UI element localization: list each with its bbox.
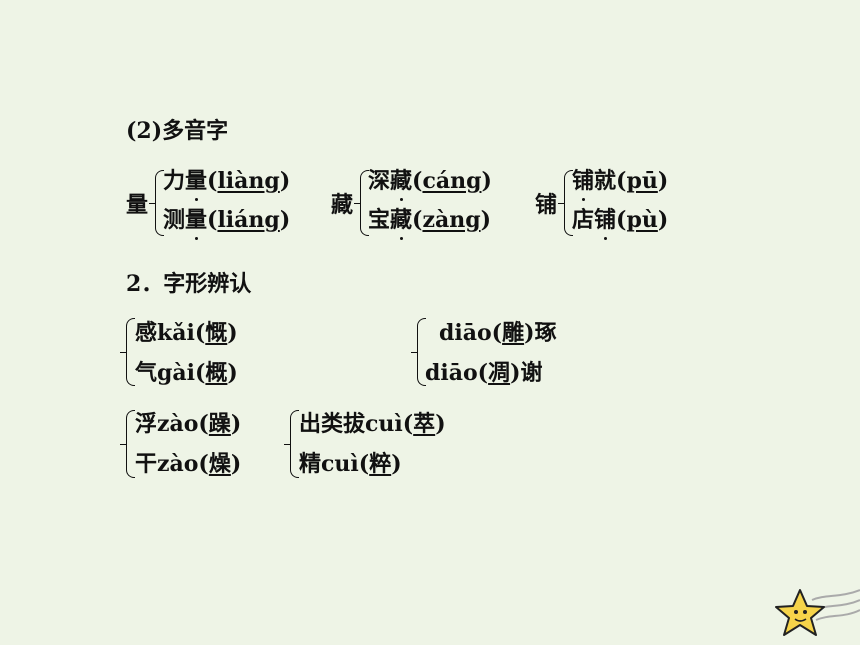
star-eye: [803, 610, 807, 614]
polyphone-word: 宝藏(zàng): [368, 207, 492, 240]
polyphone-word: 测量(liáng): [163, 207, 291, 240]
polyphone-word: 铺就(pū): [572, 168, 669, 201]
glyph-item: 气gài(概): [135, 360, 238, 386]
glyph-item: diāo(凋)谢: [425, 360, 543, 386]
polyphone-char: 量: [126, 192, 149, 218]
glyph-heading: 2．字形辨认: [126, 271, 252, 297]
glyph-item: 出类拔cuì(萃): [299, 411, 446, 437]
glyph-item: 浮zào(躁): [135, 411, 242, 437]
polyphone-char: 藏: [331, 192, 354, 218]
motion-line: [815, 609, 860, 621]
glyph-item: diāo(雕)琢: [439, 320, 557, 346]
star-shape: [775, 589, 825, 636]
brace: [284, 410, 299, 478]
brace: [149, 170, 164, 236]
brace: [558, 170, 573, 236]
glyph-item: 干zào(燥): [135, 451, 242, 477]
polyphone-heading: (2)多音字: [126, 118, 229, 144]
glyph-item: 感kǎi(慨): [135, 320, 238, 346]
brace: [411, 318, 426, 386]
brace: [120, 410, 135, 478]
star-icon: [775, 589, 860, 636]
star-eye: [794, 610, 798, 614]
brace: [120, 318, 135, 386]
star-smile: [794, 618, 807, 622]
polyphone-word: 店铺(pù): [572, 207, 669, 240]
polyphone-word: 力量(liàng): [163, 168, 291, 201]
polyphone-char: 铺: [535, 192, 558, 218]
glyph-item: 精cuì(粹): [299, 451, 402, 477]
brace: [354, 170, 369, 236]
motion-line: [811, 589, 860, 601]
polyphone-word: 深藏(cáng): [368, 168, 492, 201]
